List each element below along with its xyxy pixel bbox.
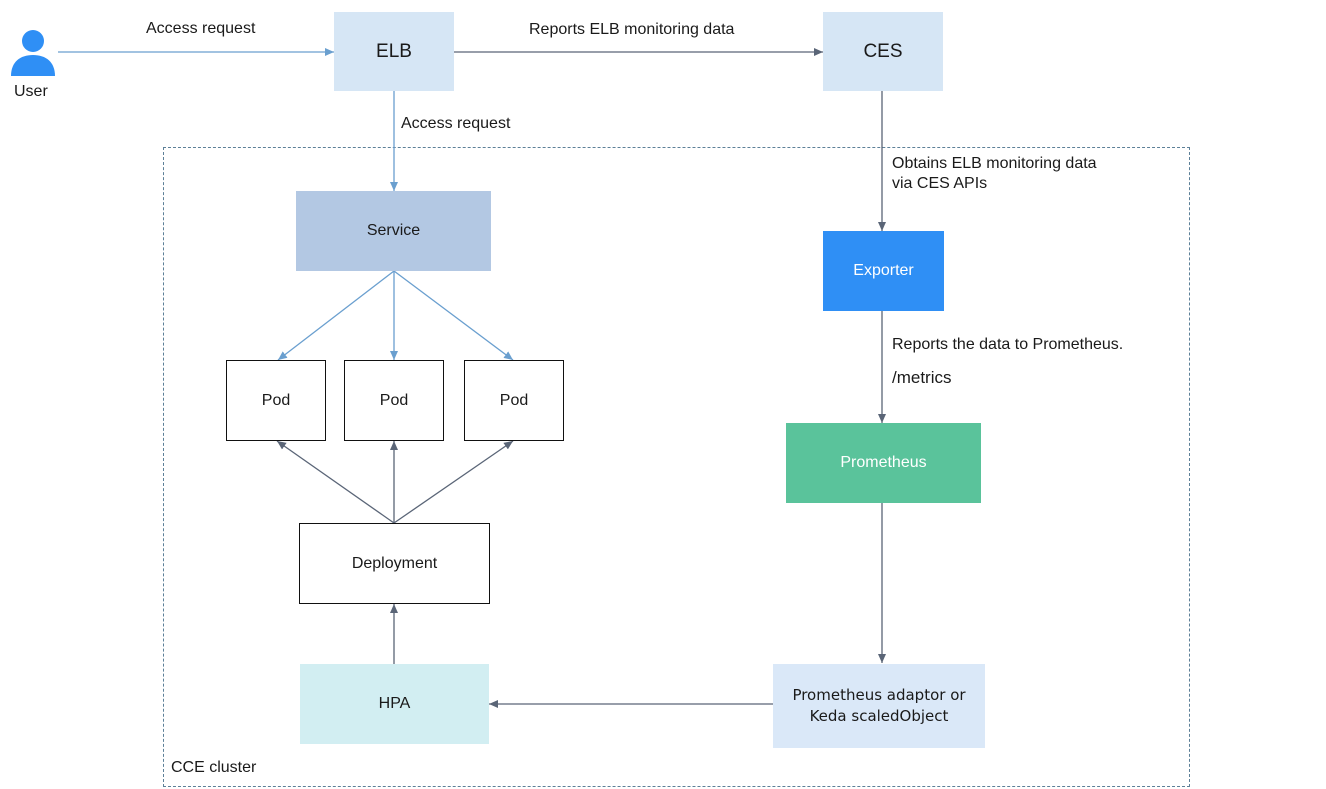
arrow-deployment-to-pod-3 — [393, 440, 514, 524]
edge-label-user-to-elb: Access request — [146, 20, 256, 37]
arrow-deployment-to-pod-1 — [276, 440, 395, 524]
edge-label-ces-to-exporter-1: Obtains ELB monitoring data — [892, 155, 1097, 172]
edge-label-exporter-to-prometheus: Reports the data to Prometheus. — [892, 336, 1124, 353]
exporter-node: Exporter — [823, 231, 944, 311]
prometheus-node: Prometheus — [786, 423, 981, 503]
user-label: User — [14, 83, 48, 100]
edge-label-elb-to-service: Access request — [401, 115, 511, 132]
cluster-label: CCE cluster — [171, 759, 257, 776]
edge-label-metrics-path: /metrics — [892, 368, 952, 387]
deployment-node: Deployment — [299, 523, 490, 604]
adaptor-label-line-1: Prometheus adaptor or — [792, 686, 966, 704]
arrow-service-to-pod-1 — [277, 270, 395, 361]
adaptor-node: Prometheus adaptor or Keda scaledObject — [773, 664, 985, 748]
pod-node-2: Pod — [344, 360, 444, 441]
service-node: Service — [296, 191, 491, 271]
cce-cluster-boundary — [163, 147, 1190, 787]
hpa-node: HPA — [300, 664, 489, 744]
arrow-service-to-pod-3 — [393, 270, 514, 361]
edge-label-ces-to-exporter-2: via CES APIs — [892, 175, 988, 192]
user-actor — [6, 26, 60, 102]
pod-node-1: Pod — [226, 360, 326, 441]
elb-node: ELB — [334, 12, 454, 91]
ces-node: CES — [823, 12, 943, 91]
edge-label-elb-to-ces: Reports ELB monitoring data — [529, 21, 735, 38]
adaptor-label-line-2: Keda scaledObject — [809, 707, 949, 725]
pod-node-3: Pod — [464, 360, 564, 441]
user-icon — [11, 30, 55, 76]
